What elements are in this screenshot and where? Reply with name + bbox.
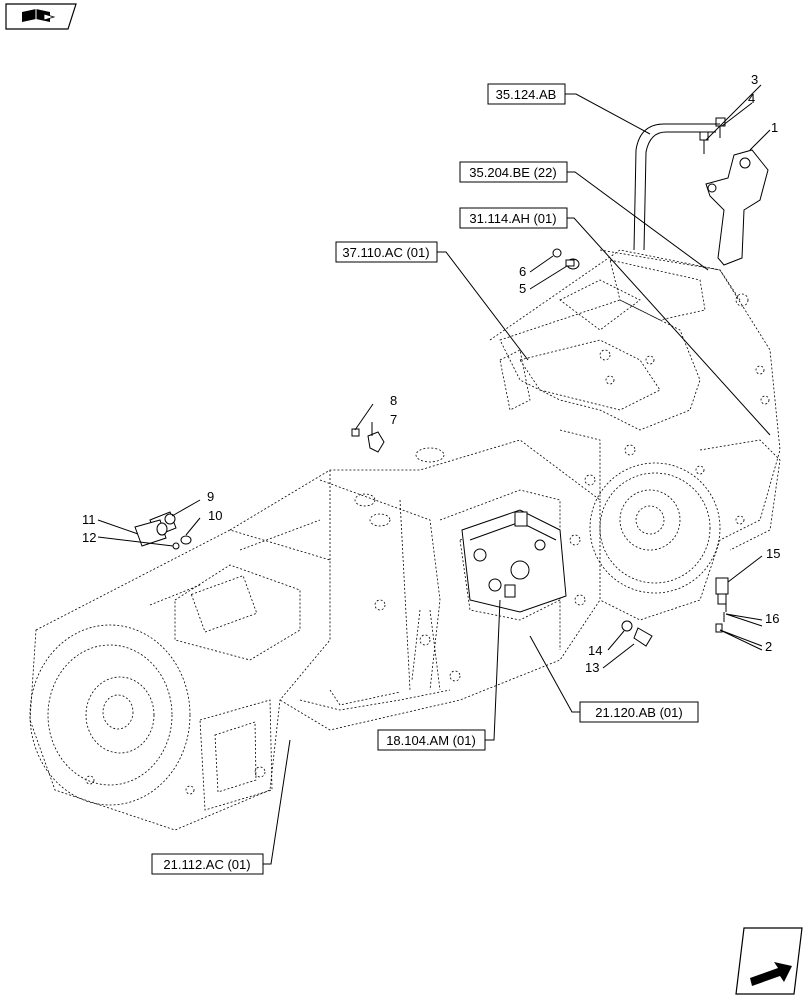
- valve-part-11: [134, 519, 168, 547]
- callout-1: 1: [771, 120, 778, 135]
- book-with-arrow-icon[interactable]: [5, 3, 77, 30]
- callout-8: 8: [390, 393, 397, 408]
- svg-text:21.112.AC (01): 21.112.AC (01): [163, 857, 250, 872]
- callout-4: 4: [748, 91, 755, 106]
- callout-3: 3: [751, 72, 758, 87]
- fitting-part-5: [565, 258, 580, 270]
- ref-37-110-ac[interactable]: 37.110.AC (01): [335, 241, 438, 263]
- svg-text:31.114.AH (01): 31.114.AH (01): [469, 211, 556, 226]
- ref-31-114-ah[interactable]: 31.114.AH (01): [459, 207, 568, 229]
- callout-15: 15: [766, 546, 780, 561]
- control-valve: [461, 509, 567, 613]
- ref-21-112-ac[interactable]: 21.112.AC (01): [151, 853, 264, 875]
- callout-10: 10: [208, 508, 222, 523]
- callout-12: 12: [82, 530, 96, 545]
- callout-16: 16: [765, 611, 779, 626]
- ref-35-204-be[interactable]: 35.204.BE (22): [459, 161, 568, 183]
- bolt-part-3: [699, 131, 709, 154]
- oring-part-12: [172, 542, 180, 550]
- callout-5: 5: [519, 281, 526, 296]
- callout-6: 6: [519, 264, 526, 279]
- svg-text:21.120.AB (01): 21.120.AB (01): [595, 705, 682, 720]
- hose: [633, 123, 720, 251]
- fitting-part-6: [552, 248, 562, 258]
- leader-lines: [97, 84, 771, 865]
- sensor-part-15: [715, 577, 729, 605]
- transmission-housing: [29, 249, 781, 831]
- washer-part-14: [621, 620, 633, 632]
- bolt-part-2: [715, 623, 723, 633]
- callout-7: 7: [390, 412, 397, 427]
- ref-18-104-am[interactable]: 18.104.AM (01): [377, 729, 486, 751]
- callout-2: 2: [765, 639, 772, 654]
- svg-text:35.204.BE (22): 35.204.BE (22): [469, 165, 556, 180]
- ref-21-120-ab[interactable]: 21.120.AB (01): [579, 701, 699, 723]
- svg-text:18.104.AM (01): 18.104.AM (01): [386, 733, 476, 748]
- callout-13: 13: [585, 660, 599, 675]
- bracket-part-1: [705, 149, 769, 266]
- ref-35-124-ab[interactable]: 35.124.AB: [487, 83, 566, 105]
- callout-9: 9: [207, 489, 214, 504]
- navigation-arrow-icon[interactable]: [735, 927, 803, 995]
- fitting-part-13: [633, 627, 653, 647]
- svg-text:35.124.AB: 35.124.AB: [496, 87, 557, 102]
- sensor-part-7: [367, 431, 385, 453]
- callout-14: 14: [588, 643, 602, 658]
- oring-part-10: [180, 535, 192, 545]
- callout-11: 11: [82, 512, 96, 527]
- svg-text:37.110.AC (01): 37.110.AC (01): [342, 245, 429, 260]
